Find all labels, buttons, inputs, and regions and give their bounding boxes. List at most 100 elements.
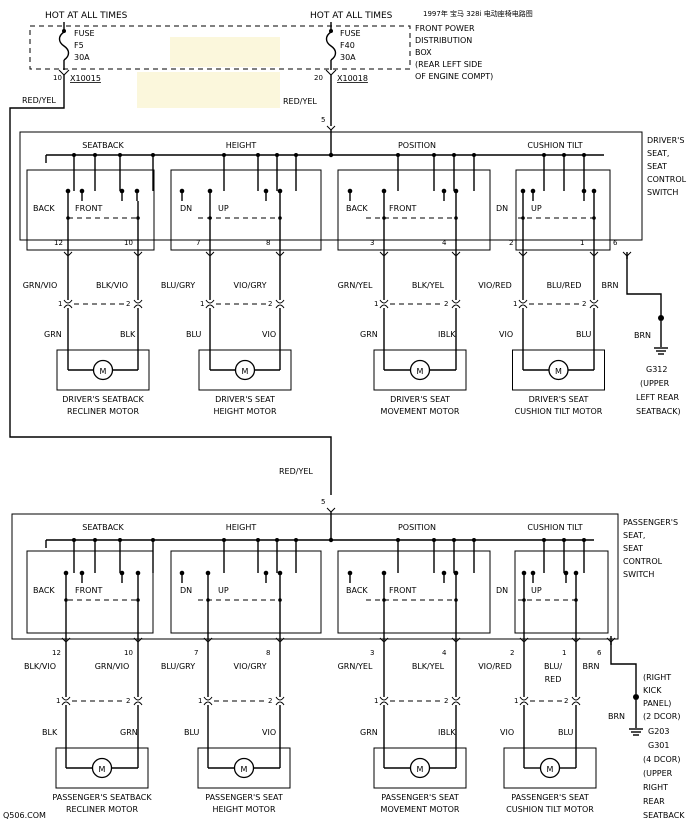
wire-color-label: GRN/YEL xyxy=(338,281,373,290)
junction-dot xyxy=(454,598,458,602)
switch-position-label: FRONT xyxy=(75,586,102,595)
motor-connector xyxy=(133,304,143,309)
pin-number: 4 xyxy=(442,239,447,247)
group-label: HEIGHT xyxy=(226,141,257,150)
junction-dot xyxy=(542,153,546,157)
motor-connector xyxy=(133,701,143,706)
motor-letter: M xyxy=(417,367,424,376)
front-power-distribution-box xyxy=(29,25,411,70)
connector-pin: 2 xyxy=(582,300,586,308)
junction-dot xyxy=(136,598,140,602)
wire-color-label: VIO xyxy=(262,728,276,737)
pin-number: 7 xyxy=(196,239,200,247)
motor-label: DRIVER'S SEAT xyxy=(529,395,589,404)
motor-connector xyxy=(518,299,528,304)
motor-connector xyxy=(571,701,581,706)
wire-color-label: GRN xyxy=(360,728,378,737)
motor-connector xyxy=(63,304,73,309)
passenger-ground xyxy=(610,636,643,736)
switch-position-label: DN xyxy=(496,586,508,595)
motor-letter: M xyxy=(242,367,249,376)
pin-number: 1 xyxy=(562,649,566,657)
junction-dot xyxy=(432,153,436,157)
red-yel-link-wire xyxy=(9,96,332,495)
motor-label: DRIVER'S SEAT xyxy=(390,395,450,404)
motor-icon xyxy=(92,359,114,381)
connector-pin: 1 xyxy=(374,300,378,308)
motor-letter: M xyxy=(547,765,554,774)
connector-pin: 2 xyxy=(126,697,130,705)
fuse-f5 xyxy=(58,22,70,96)
fuse-rating: 30A xyxy=(340,53,356,62)
ground-label-line: (UPPER xyxy=(640,379,670,388)
motor-connector xyxy=(61,696,71,701)
connector-pin: 2 xyxy=(444,300,448,308)
junction-dot xyxy=(542,538,546,542)
junction-dot xyxy=(432,538,436,542)
pin-number: 4 xyxy=(442,649,447,657)
group-label: CUSHION TILT xyxy=(527,141,582,150)
junction-dot xyxy=(574,598,578,602)
ground-label-line: (4 DCOR) xyxy=(643,755,680,764)
motor-label: PASSENGER'S SEATBACK xyxy=(52,793,152,802)
motor-connector xyxy=(589,304,599,309)
switch-section xyxy=(515,169,611,251)
motor-housing xyxy=(198,349,292,391)
connector-pin: 2 xyxy=(126,300,130,308)
motor-housing xyxy=(56,349,150,391)
ground-label-line: G312 xyxy=(646,365,667,374)
switch-label-line: CONTROL xyxy=(647,175,687,184)
junction-dot xyxy=(222,153,226,157)
motor-connector xyxy=(451,696,461,701)
fuse-label: FUSE xyxy=(74,29,95,38)
box-label-line: (REAR LEFT SIDE xyxy=(415,60,482,69)
motor-housing xyxy=(55,747,149,789)
motor-connector xyxy=(133,696,143,701)
motor-icon xyxy=(234,359,256,381)
junction-dot xyxy=(472,538,476,542)
wire-color-label: BLU xyxy=(186,330,202,339)
junction-dot xyxy=(522,598,526,602)
wire-color-label: GRN xyxy=(44,330,62,339)
driver-ground xyxy=(626,252,668,355)
wire-color-label: RED/YEL xyxy=(283,97,317,106)
switch-position-label: DN xyxy=(180,204,192,213)
motor-label: RECLINER MOTOR xyxy=(67,407,140,416)
junction-dot xyxy=(382,216,386,220)
group-label: HEIGHT xyxy=(226,523,257,532)
junction-dot xyxy=(452,538,456,542)
switch-section xyxy=(337,550,491,634)
switch-box xyxy=(11,513,619,640)
junction-dot xyxy=(256,153,260,157)
box-label-line: DISTRIBUTION xyxy=(415,36,472,45)
motor-letter: M xyxy=(99,765,106,774)
switch-section xyxy=(26,169,155,251)
junction-dot xyxy=(72,153,76,157)
fuse-rating: 30A xyxy=(74,53,90,62)
motor-label: DRIVER'S SEAT xyxy=(215,395,275,404)
hot-at-all-times-label: HOT AT ALL TIMES xyxy=(310,11,393,21)
ground-label-line: SEATBACK) xyxy=(636,407,681,416)
switch-label-line: DRIVER'S xyxy=(647,136,684,145)
motor-housing xyxy=(373,349,467,391)
pin-number: 8 xyxy=(266,649,270,657)
motor-icon xyxy=(91,757,113,779)
pin-number: 12 xyxy=(54,239,63,247)
switch-label-line: SEAT xyxy=(647,162,667,171)
motor-housing xyxy=(373,747,467,789)
junction-dot xyxy=(118,538,122,542)
junction-dot xyxy=(294,153,298,157)
motor-label: RECLINER MOTOR xyxy=(66,805,139,814)
switch-position-label: BACK xyxy=(33,586,55,595)
connector-pin: 1 xyxy=(56,697,60,705)
junction-dot xyxy=(222,538,226,542)
kick-label-line: KICK xyxy=(643,686,662,695)
ground-label-line: RIGHT xyxy=(643,783,668,792)
wire-color-label: BLK xyxy=(42,728,58,737)
fuse-f40 xyxy=(325,22,337,76)
junction-dot xyxy=(396,153,400,157)
highlight-patch xyxy=(137,72,280,108)
motor-letter: M xyxy=(100,367,107,376)
wire-color-label: GRN/VIO xyxy=(95,662,130,671)
wire-color-label: IBLK xyxy=(438,728,456,737)
